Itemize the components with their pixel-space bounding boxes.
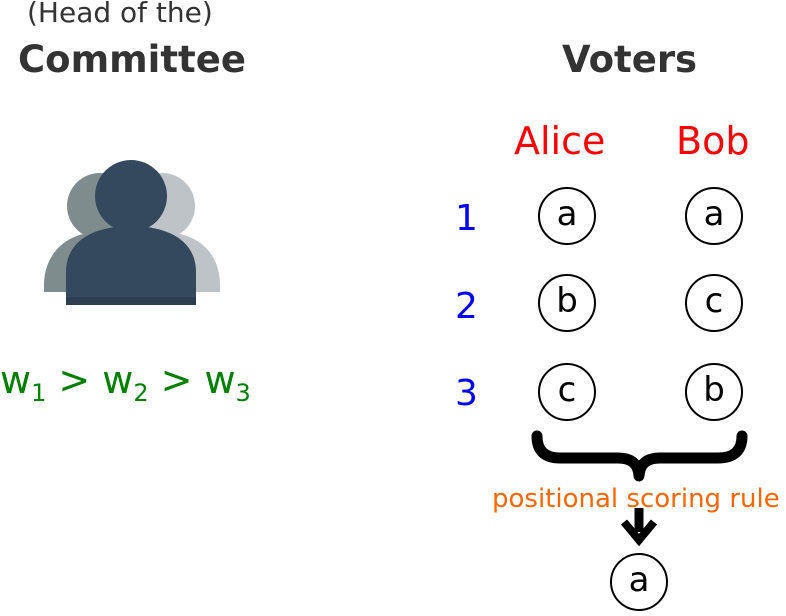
weight-w1: w1 — [0, 358, 47, 407]
bob-pref-2: c — [685, 274, 743, 332]
greater-than-1: > — [58, 358, 91, 402]
weight-w2: w2 — [102, 358, 149, 407]
positional-scoring-rule-label: positional scoring rule — [492, 484, 780, 514]
bob-pref-1: a — [685, 187, 743, 245]
committee-subtitle: (Head of the) — [27, 0, 213, 29]
weight-w3: w3 — [204, 358, 251, 407]
committee-title: Committee — [18, 38, 246, 81]
alice-pref-3: c — [538, 363, 596, 421]
rank-3: 3 — [455, 373, 478, 414]
alice-pref-2: b — [538, 274, 596, 332]
aggregation-result: a — [610, 553, 668, 611]
voters-title: Voters — [562, 38, 698, 81]
weight-ordering: w1>w2>w3 — [0, 358, 251, 407]
alice-pref-1: a — [538, 187, 596, 245]
greater-than-2: > — [160, 358, 193, 402]
rank-1: 1 — [455, 198, 478, 239]
rank-2: 2 — [455, 286, 478, 327]
voter-name-bob: Bob — [676, 119, 750, 163]
voter-name-alice: Alice — [514, 119, 606, 163]
bob-pref-3: b — [685, 363, 743, 421]
